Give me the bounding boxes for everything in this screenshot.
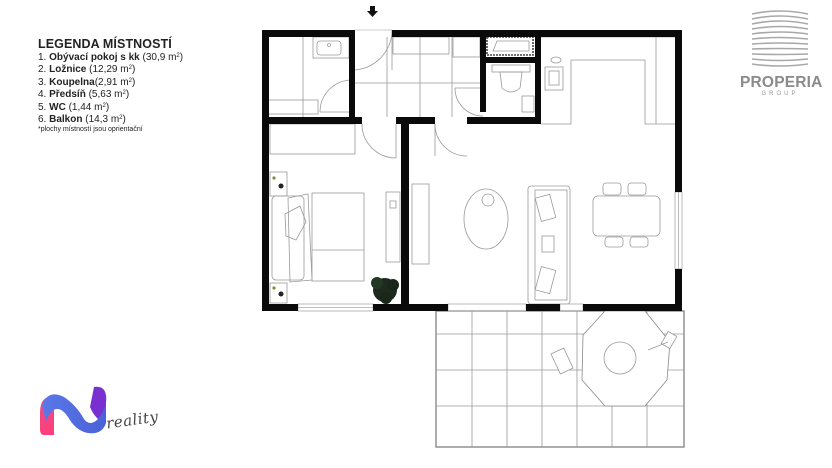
legend-item-wc: 5. WC (1,44 m2)	[38, 101, 110, 113]
legend-item-bathroom: 3. Koupelna(2,91 m2)	[38, 76, 136, 88]
bathtub	[486, 36, 534, 56]
nightstand-top	[269, 171, 288, 197]
legend-item-bedroom: 2. Ložnice (12,29 m2)	[38, 64, 136, 76]
entrance-door	[351, 29, 393, 71]
bed	[271, 192, 365, 283]
legend-item-living-room: 1. Obývací pokoj s kk (30,9 m2)	[38, 52, 184, 63]
properia-logo: PROPERIA GROUP	[740, 10, 823, 97]
balcony-table	[550, 310, 678, 407]
legend-note: *plochy místností jsou oprientační	[38, 126, 143, 134]
walls	[262, 30, 682, 311]
brand-name: PROPERIA	[740, 74, 823, 91]
potted-plant	[371, 277, 399, 304]
bathroom-fixtures	[267, 36, 350, 117]
sofa	[527, 185, 571, 305]
living-room-door	[434, 123, 468, 157]
legend-title: LEGENDA MÍSTNOSTÍ	[38, 37, 172, 51]
dresser	[385, 191, 401, 263]
nightstand-bottom	[269, 282, 288, 304]
dining-table	[592, 182, 661, 248]
lamps	[272, 176, 284, 297]
wc-door	[454, 87, 484, 117]
coffee-table	[463, 188, 509, 250]
windows	[297, 191, 683, 312]
kitchen-counter	[541, 36, 675, 125]
room-legend: LEGENDA MÍSTNOSTÍ 1. Obývací pokoj s kk …	[38, 37, 183, 135]
brand-subtitle: GROUP	[761, 91, 799, 97]
legend-item-hallway: 4. Předsíň (5,63 m2)	[38, 89, 130, 101]
properia-wave-icon	[751, 10, 809, 67]
wardrobe	[269, 123, 356, 155]
entrance-arrow-icon	[367, 6, 378, 17]
bathroom-door	[319, 79, 353, 113]
toilet	[491, 64, 535, 113]
bedroom-door	[361, 123, 397, 159]
n-reality-logo-icon	[40, 386, 107, 435]
legend-item-balcony: 6. Balkon (14,3 m2)	[38, 114, 126, 126]
tv-unit	[411, 183, 430, 265]
